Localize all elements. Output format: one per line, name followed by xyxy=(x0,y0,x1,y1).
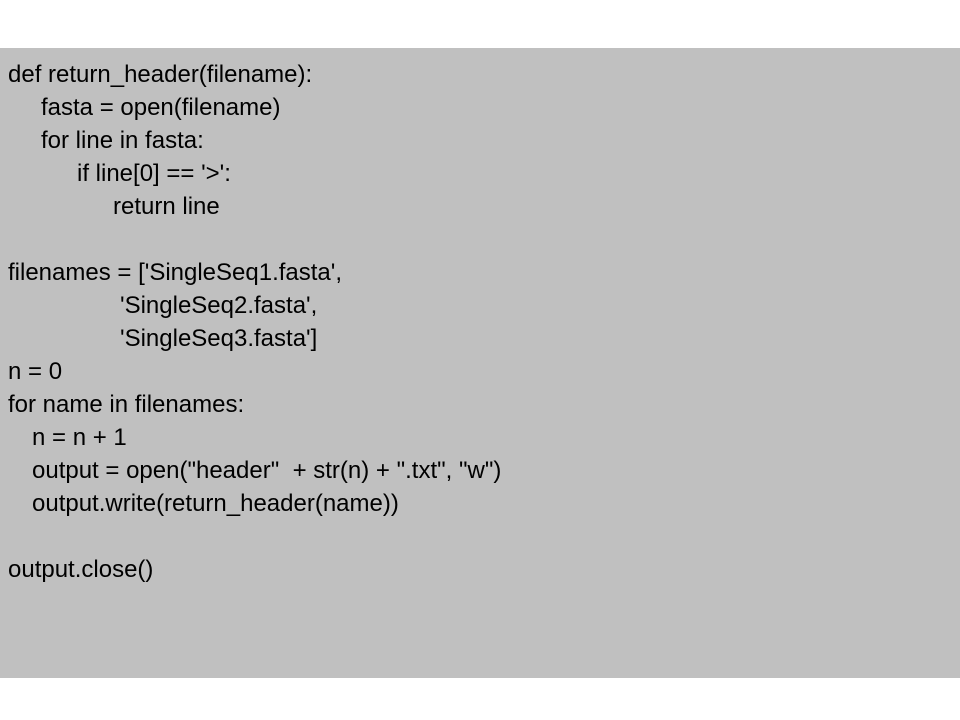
code-line-filenames-2: 'SingleSeq2.fasta', xyxy=(120,292,318,319)
code-line-for-names: for name in filenames: xyxy=(8,391,245,418)
code-line-filenames: filenames = ['SingleSeq1.fasta', xyxy=(8,259,343,286)
code-block: def return_header(filename): fasta = ope… xyxy=(0,48,960,678)
code-line-def: def return_header(filename): xyxy=(8,61,313,88)
code-line-increment: n = n + 1 xyxy=(32,424,127,451)
code-line-for-loop: for line in fasta: xyxy=(41,127,204,154)
code-line-output-open: output = open("header" + str(n) + ".txt"… xyxy=(32,457,502,484)
code-line-open-file: fasta = open(filename) xyxy=(41,94,281,121)
code-line-n-init: n = 0 xyxy=(8,358,63,385)
code-line-return: return line xyxy=(113,193,220,220)
code-line-output-close: output.close() xyxy=(8,556,154,583)
code-line-filenames-3: 'SingleSeq3.fasta'] xyxy=(120,325,318,352)
code-line-if: if line[0] == '>': xyxy=(77,160,231,187)
code-line-output-write: output.write(return_header(name)) xyxy=(32,490,399,517)
